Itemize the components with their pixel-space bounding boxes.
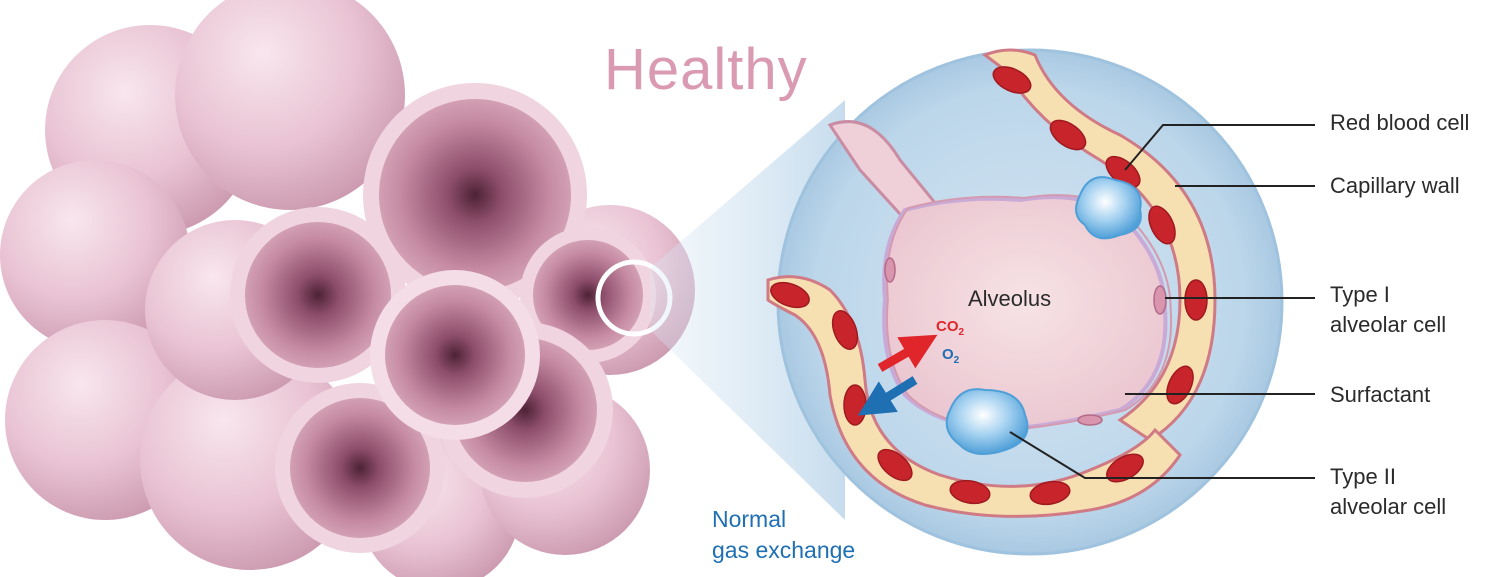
caption-line2: gas exchange <box>712 535 855 566</box>
o2-subscript: 2 <box>954 355 960 366</box>
alveolus-label: Alveolus <box>968 286 1051 312</box>
label-capillary-wall: Capillary wall <box>1330 171 1460 201</box>
label-red-blood-cell: Red blood cell <box>1330 108 1469 138</box>
gas-exchange-caption: Normal gas exchange <box>712 504 855 566</box>
o2-label: O2 <box>942 346 959 366</box>
label-type1-alveolar-cell: Type I alveolar cell <box>1330 280 1446 340</box>
co2-label: CO2 <box>936 318 964 338</box>
type1-line1: Type I <box>1330 280 1446 310</box>
open-alveolus <box>370 270 540 440</box>
red-blood-cell <box>844 385 866 425</box>
type1-line2: alveolar cell <box>1330 310 1446 340</box>
co2-text: CO <box>936 318 959 335</box>
o2-text: O <box>942 346 954 363</box>
type2-line2: alveolar cell <box>1330 492 1446 522</box>
label-surfactant: Surfactant <box>1330 380 1430 410</box>
alveolar-sac-cluster <box>0 0 695 577</box>
type2-cell <box>947 389 1028 454</box>
caption-line1: Normal <box>712 504 855 535</box>
type1-nucleus <box>1154 286 1166 314</box>
label-type2-alveolar-cell: Type II alveolar cell <box>1330 462 1446 522</box>
diagram-title: Healthy <box>604 36 808 103</box>
type1-nucleus <box>885 258 895 282</box>
type1-nucleus <box>1078 415 1102 425</box>
co2-subscript: 2 <box>959 327 965 338</box>
red-blood-cell <box>1185 280 1207 320</box>
type2-line1: Type II <box>1330 462 1446 492</box>
